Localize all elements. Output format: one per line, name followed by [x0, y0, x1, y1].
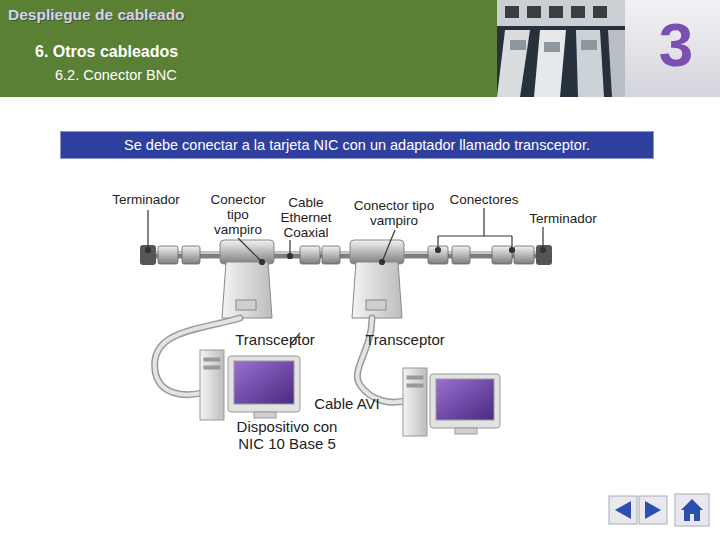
part-label: Transceptor: [226, 332, 324, 349]
part-label: Cable Ethernet Coaxial: [276, 195, 336, 240]
subsection-heading: 6.2. Conector BNC: [55, 67, 375, 83]
terminator-symbol: [140, 245, 156, 265]
computer-symbol: [403, 368, 500, 436]
transceiver-symbol: [350, 240, 404, 318]
part-label: Conector tipo vampiro: [352, 198, 436, 228]
bnc-connectors: [158, 246, 534, 264]
part-label: Conectores: [438, 192, 530, 207]
chapter-number: 3: [636, 14, 716, 76]
part-label: Conector tipo vampiro: [203, 192, 273, 237]
transceiver-symbol: [220, 240, 274, 318]
cable-photo: [497, 0, 625, 97]
slide-title: Despliegue de cableado: [8, 6, 338, 23]
computer-symbol: [200, 350, 300, 420]
info-banner: Se debe conectar a la tarjeta NIC con un…: [60, 131, 654, 159]
section-heading: 6. Otros cableados: [35, 43, 355, 61]
terminator-symbol: [536, 245, 552, 265]
leader-line: [146, 208, 546, 345]
part-label: Transceptor: [356, 332, 454, 349]
device-label: Dispositivo con NIC 10 Base 5: [226, 419, 348, 453]
part-label: Terminador: [520, 211, 606, 226]
part-label: Cable AVI: [302, 396, 392, 413]
chapter-panel: [625, 0, 720, 97]
banner-text: Se debe conectar a la tarjeta NIC con un…: [124, 137, 590, 153]
nav-buttons: [609, 494, 709, 526]
header-band: [0, 0, 720, 97]
coax-cable: [140, 253, 548, 255]
part-label: Terminador: [103, 192, 189, 207]
